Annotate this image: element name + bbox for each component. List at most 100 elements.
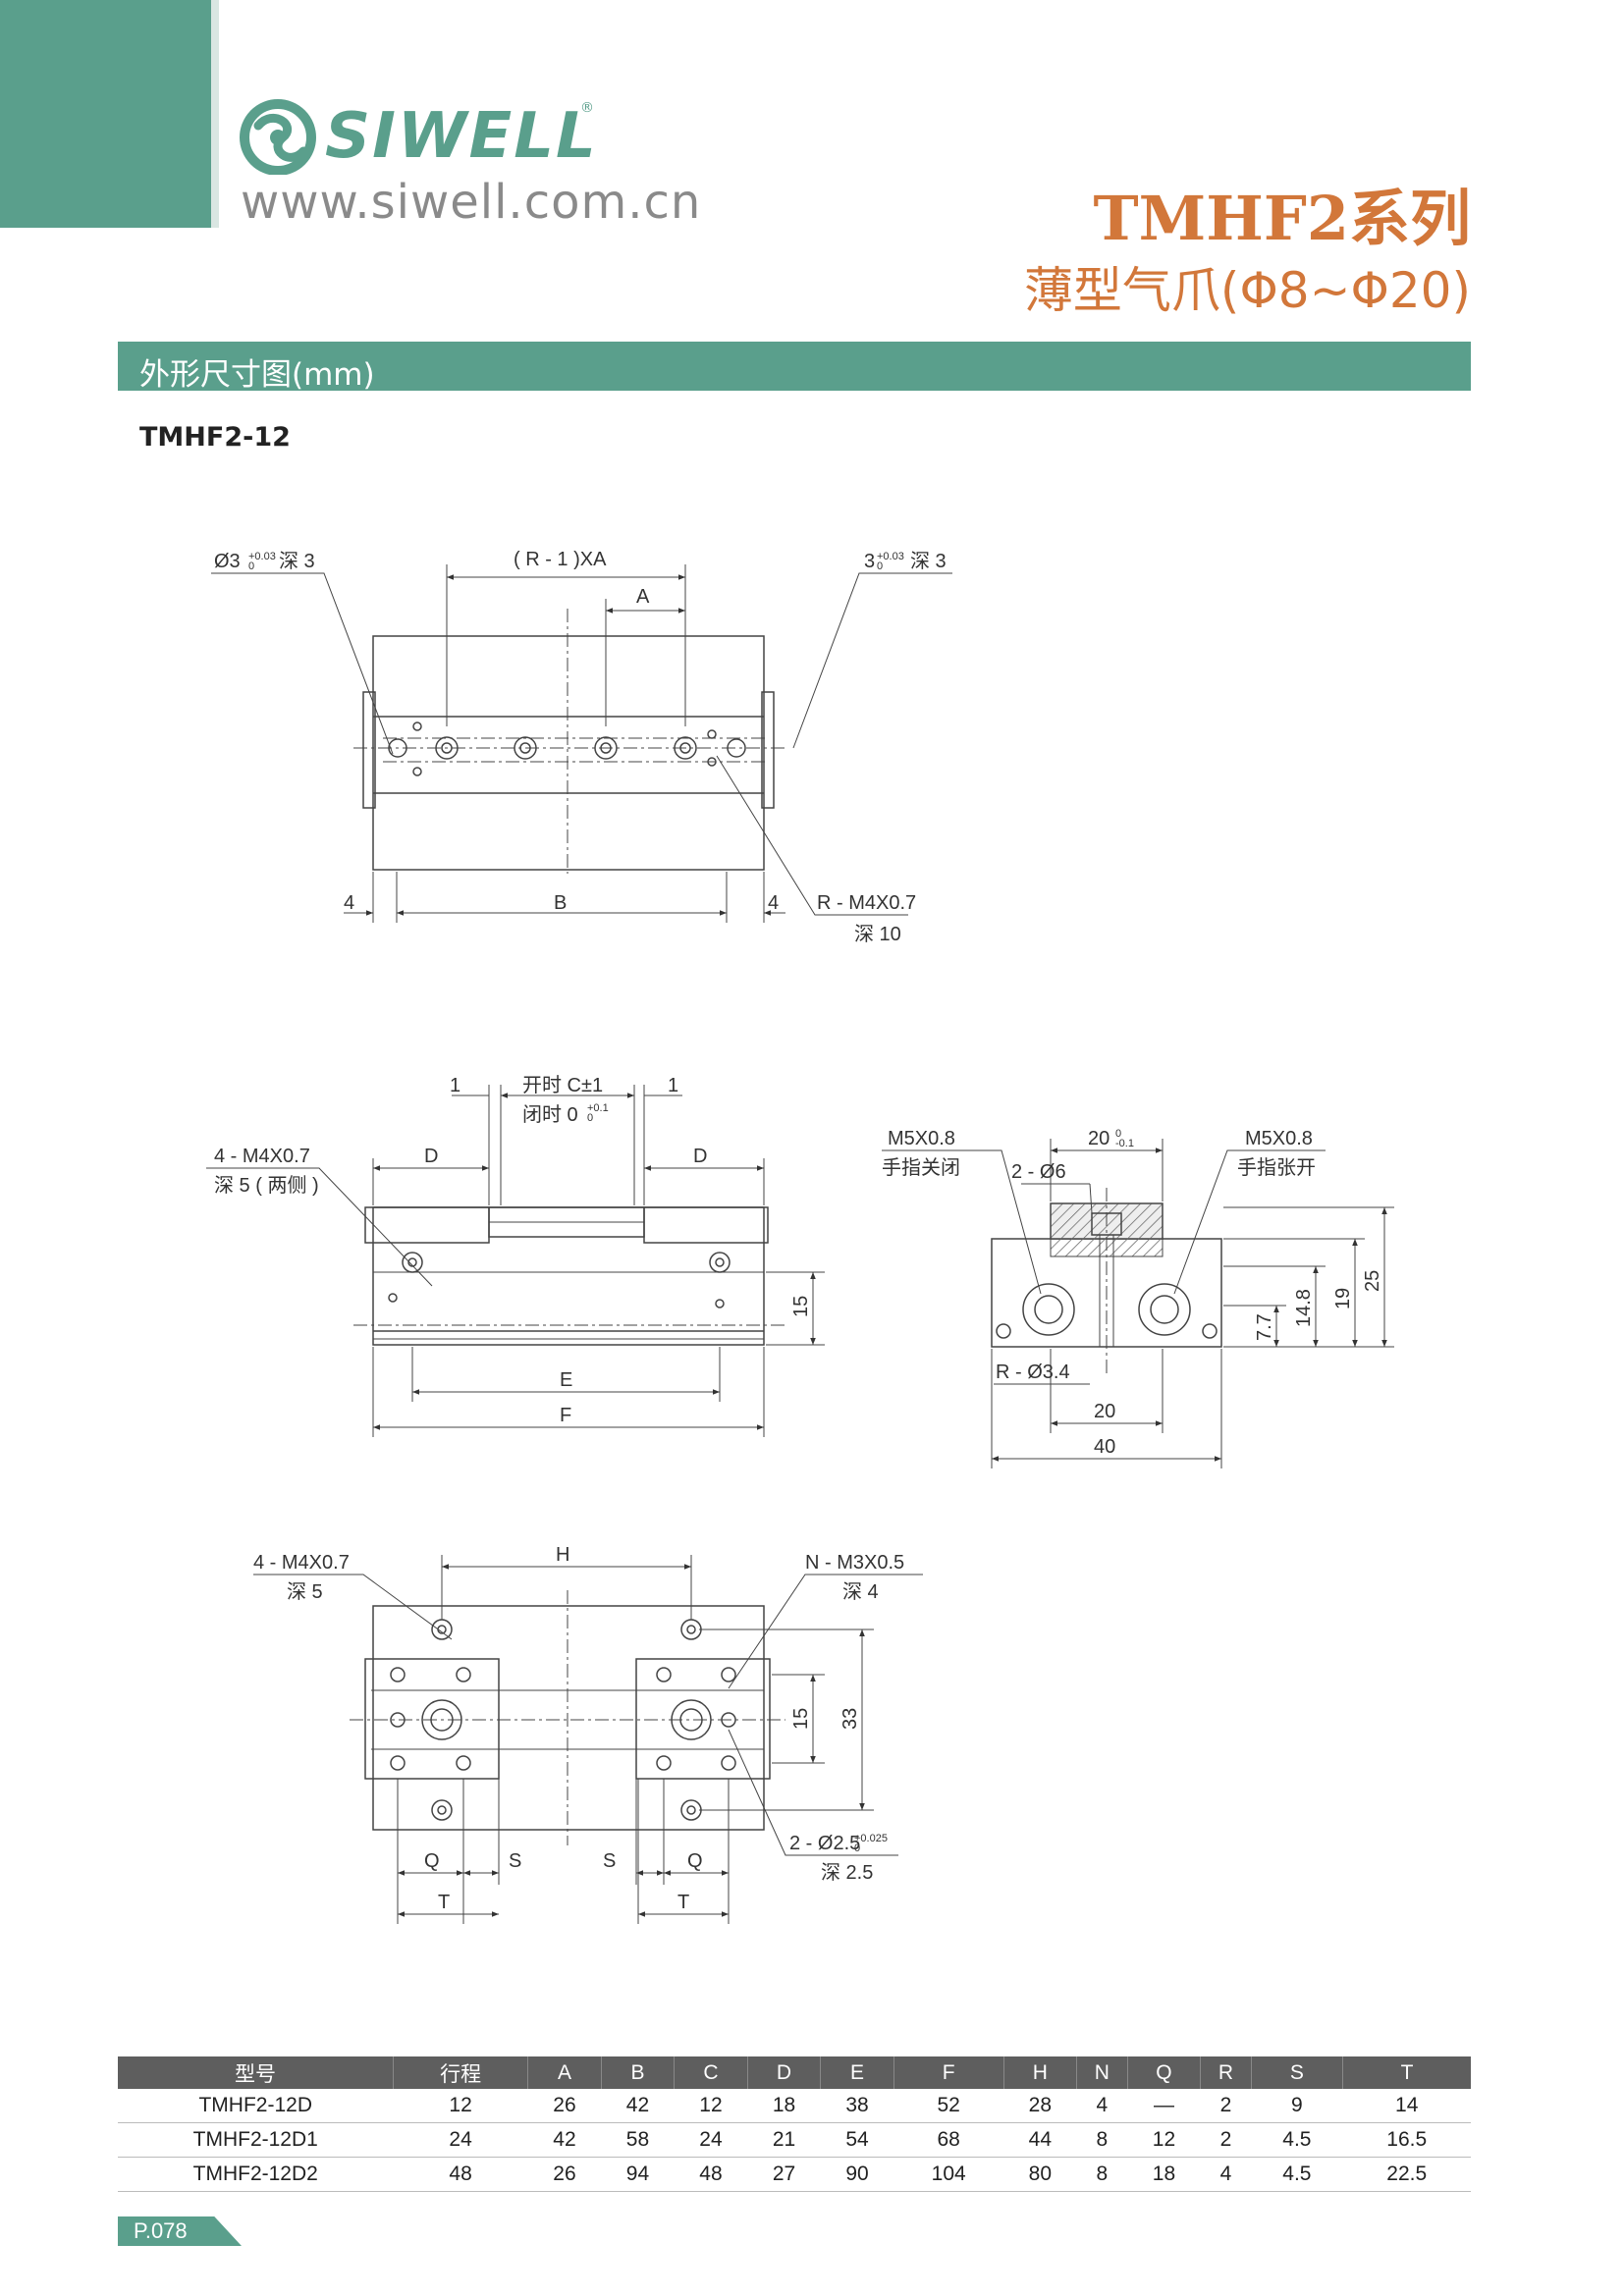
svg-text:0: 0 — [1115, 1128, 1121, 1140]
table-cell: 12 — [674, 2089, 748, 2123]
table-cell: 22.5 — [1342, 2157, 1471, 2192]
svg-text:1: 1 — [668, 1075, 678, 1096]
svg-text:40: 40 — [1094, 1436, 1115, 1458]
front-view-labels: 1 1 开时 C±1 闭时 0 +0.1 0 D D 4 - M4X0.7 深 … — [214, 1074, 812, 1426]
svg-text:R - Ø3.4: R - Ø3.4 — [996, 1362, 1070, 1383]
table-cell: — — [1127, 2089, 1201, 2123]
svg-text:深 3: 深 3 — [279, 550, 315, 572]
table-cell: 16.5 — [1342, 2122, 1471, 2158]
table-row: TMHF2-12D2 48 26 94 48 27 90 104 80 8 18… — [118, 2157, 1471, 2192]
svg-text:R - M4X0.7: R - M4X0.7 — [817, 892, 916, 914]
svg-text:M5X0.8: M5X0.8 — [888, 1128, 955, 1149]
table-cell: 44 — [1003, 2122, 1077, 2158]
table-cell: 4 — [1200, 2157, 1252, 2192]
svg-text:深 5 ( 两侧 ): 深 5 ( 两侧 ) — [214, 1174, 319, 1197]
table-row: TMHF2-12D 12 26 42 12 18 38 52 28 4 — 2 … — [118, 2089, 1471, 2123]
header-corner-edge — [211, 0, 219, 228]
svg-text:1: 1 — [450, 1075, 460, 1096]
table-cell: 12 — [393, 2089, 528, 2123]
svg-text:N - M3X0.5: N - M3X0.5 — [805, 1552, 904, 1574]
svg-text:D: D — [424, 1146, 438, 1167]
table-cell: 80 — [1003, 2157, 1077, 2192]
svg-text:S: S — [603, 1850, 616, 1872]
svg-text:深 3: 深 3 — [910, 550, 947, 572]
table-header-cell: R — [1200, 2056, 1252, 2089]
table-header-cell: S — [1250, 2056, 1343, 2089]
table-row: TMHF2-12D1 24 42 58 24 21 54 68 44 8 12 … — [118, 2122, 1471, 2158]
svg-text:手指张开: 手指张开 — [1237, 1156, 1316, 1179]
svg-text:2 - Ø6: 2 - Ø6 — [1011, 1161, 1066, 1183]
table-cell: 12 — [1127, 2122, 1201, 2158]
table-cell: 38 — [820, 2089, 894, 2123]
svg-text:4 - M4X0.7: 4 - M4X0.7 — [214, 1146, 310, 1167]
table-cell: 18 — [747, 2089, 821, 2123]
table-cell: 54 — [820, 2122, 894, 2158]
table-cell: 48 — [674, 2157, 748, 2192]
bottom-view-labels: 4 - M4X0.7 深 5 H N - M3X0.5 深 4 15 33 2 … — [253, 1544, 904, 1913]
svg-text:Q: Q — [424, 1850, 440, 1872]
header-corner-block — [0, 0, 211, 228]
registered-mark: ® — [580, 100, 594, 116]
table-header-cell: A — [527, 2056, 602, 2089]
table-cell: 4.5 — [1251, 2122, 1343, 2158]
table-header-cell: C — [674, 2056, 748, 2089]
table-header-cell: 型号 — [118, 2056, 394, 2089]
svg-text:M5X0.8: M5X0.8 — [1245, 1128, 1313, 1149]
svg-text:A: A — [636, 586, 650, 608]
svg-text:33: 33 — [839, 1708, 861, 1730]
section-title: 外形尺寸图(mm) — [139, 357, 375, 393]
svg-text:深 5: 深 5 — [287, 1580, 323, 1603]
svg-text:深 2.5: 深 2.5 — [821, 1861, 873, 1884]
svg-text:闭时 0: 闭时 0 — [522, 1103, 578, 1126]
table-cell: 104 — [893, 2157, 1004, 2192]
svg-text:25: 25 — [1362, 1270, 1383, 1292]
table-cell: 42 — [601, 2089, 675, 2123]
table-cell: TMHF2-12D — [118, 2089, 394, 2123]
svg-text:S: S — [509, 1850, 521, 1872]
brand-website[interactable]: www.siwell.com.cn — [241, 175, 702, 230]
svg-text:20: 20 — [1088, 1128, 1110, 1149]
table-cell: 24 — [674, 2122, 748, 2158]
svg-text:2 - Ø2.5: 2 - Ø2.5 — [789, 1833, 860, 1854]
table-header-cell: H — [1002, 2056, 1077, 2089]
svg-text:0: 0 — [877, 561, 883, 572]
svg-text:+0.03: +0.03 — [877, 551, 904, 562]
table-cell: TMHF2-12D1 — [118, 2122, 394, 2158]
top-view-labels: Ø3 +0.03 0 深 3 ( R - 1 )XA A 3 +0.03 0 深… — [214, 549, 947, 945]
svg-text:+0.025: +0.025 — [854, 1833, 888, 1844]
svg-text:( R - 1 )XA: ( R - 1 )XA — [514, 549, 607, 570]
svg-text:T: T — [677, 1892, 689, 1913]
table-cell: 9 — [1251, 2089, 1343, 2123]
table-cell: 42 — [527, 2122, 602, 2158]
table-cell: 26 — [527, 2157, 602, 2192]
svg-text:4: 4 — [344, 892, 354, 914]
svg-text:20: 20 — [1094, 1401, 1115, 1422]
svg-text:T: T — [438, 1892, 450, 1913]
svg-text:Ø3: Ø3 — [214, 551, 241, 572]
svg-text:3: 3 — [864, 551, 875, 572]
section-header-bar: 外形尺寸图(mm) — [118, 342, 1471, 393]
svg-text:0: 0 — [587, 1112, 593, 1124]
svg-text:7.7: 7.7 — [1254, 1313, 1275, 1341]
svg-text:15: 15 — [790, 1708, 812, 1730]
bottom-view — [253, 1555, 923, 1924]
table-cell: 4.5 — [1251, 2157, 1343, 2192]
table-cell: 52 — [893, 2089, 1004, 2123]
table-header-cell: T — [1341, 2056, 1471, 2089]
table-header-cell: E — [820, 2056, 894, 2089]
table-cell: 8 — [1076, 2122, 1128, 2158]
top-view — [211, 564, 952, 923]
side-section-view — [882, 1139, 1394, 1468]
table-cell: 8 — [1076, 2157, 1128, 2192]
side-section-labels: M5X0.8 手指关闭 20 0 -0.1 2 - Ø6 M5X0.8 手指张开… — [882, 1128, 1383, 1458]
table-cell: 68 — [893, 2122, 1004, 2158]
table-cell: 2 — [1200, 2089, 1252, 2123]
table-cell: 21 — [747, 2122, 821, 2158]
table-cell: 26 — [527, 2089, 602, 2123]
svg-text:F: F — [560, 1405, 571, 1426]
table-cell: 14 — [1342, 2089, 1471, 2123]
svg-text:B: B — [554, 892, 567, 914]
svg-text:开时 C±1: 开时 C±1 — [522, 1074, 603, 1096]
svg-text:Q: Q — [687, 1850, 703, 1872]
